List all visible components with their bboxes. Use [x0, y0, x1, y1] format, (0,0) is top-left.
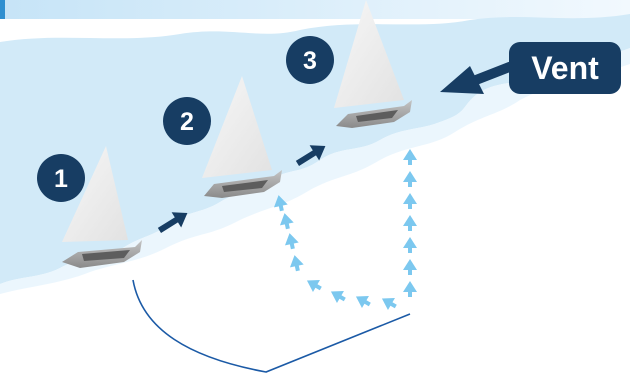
chevron-up-icon — [283, 232, 300, 251]
chevron-up-icon — [403, 237, 417, 253]
chevron-up-icon — [378, 292, 399, 312]
wind-label: Vent — [531, 50, 599, 86]
wind-label-box: Vent — [509, 42, 621, 94]
chevron-up-icon — [288, 254, 305, 273]
force-arrow-vertical — [403, 149, 417, 297]
chevron-up-icon — [403, 193, 417, 209]
step-number: 3 — [303, 47, 317, 75]
bracket-line — [133, 280, 410, 372]
chevron-up-icon — [403, 281, 417, 297]
force-arrow-curve — [272, 194, 305, 273]
step-number: 1 — [54, 165, 68, 193]
chevron-up-icon — [327, 285, 348, 305]
top-bar — [0, 0, 630, 19]
accent-bar — [0, 0, 5, 19]
chevron-up-icon — [303, 274, 324, 294]
chevron-up-icon — [403, 149, 417, 165]
force-arrow-bottom — [303, 274, 399, 312]
chevron-up-icon — [278, 212, 295, 231]
step-number: 2 — [180, 108, 194, 136]
step-badge-1: 1 — [37, 154, 85, 202]
step-badge-3: 3 — [286, 36, 334, 84]
chevron-up-icon — [403, 171, 417, 187]
step-badge-2: 2 — [163, 97, 211, 145]
chevron-up-icon — [352, 290, 373, 310]
chevron-up-icon — [403, 259, 417, 275]
chevron-up-icon — [403, 215, 417, 231]
